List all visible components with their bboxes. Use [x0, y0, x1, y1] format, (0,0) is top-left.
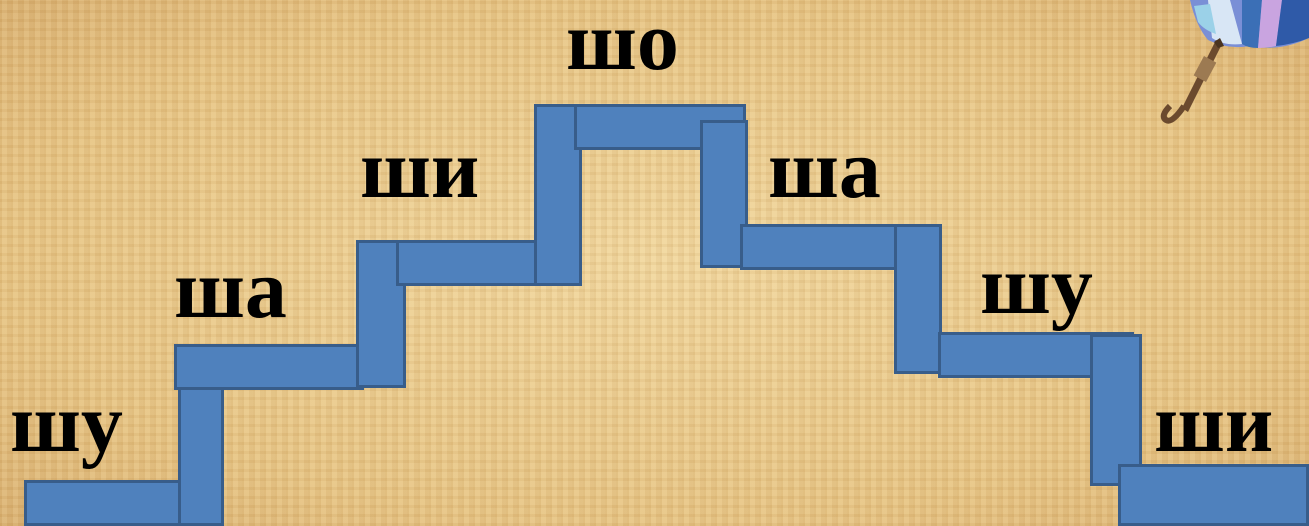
syllable-shi-left: ши — [360, 123, 480, 216]
stair-block — [396, 240, 550, 286]
syllable-sha-left: ша — [174, 243, 287, 336]
umbrella-icon — [1160, 0, 1309, 124]
stair-block — [894, 224, 942, 374]
stair-block — [1090, 334, 1142, 486]
stair-block — [174, 344, 364, 390]
syllable-shu-left: шу — [10, 377, 123, 470]
syllable-shi-right: ши — [1154, 377, 1274, 470]
syllable-sho-top: шо — [566, 0, 679, 88]
stair-block — [1118, 464, 1309, 526]
stair-block — [740, 224, 900, 270]
syllable-sha-right: ша — [768, 123, 881, 216]
syllable-shu-right: шу — [980, 239, 1093, 332]
stair-block — [178, 380, 224, 526]
